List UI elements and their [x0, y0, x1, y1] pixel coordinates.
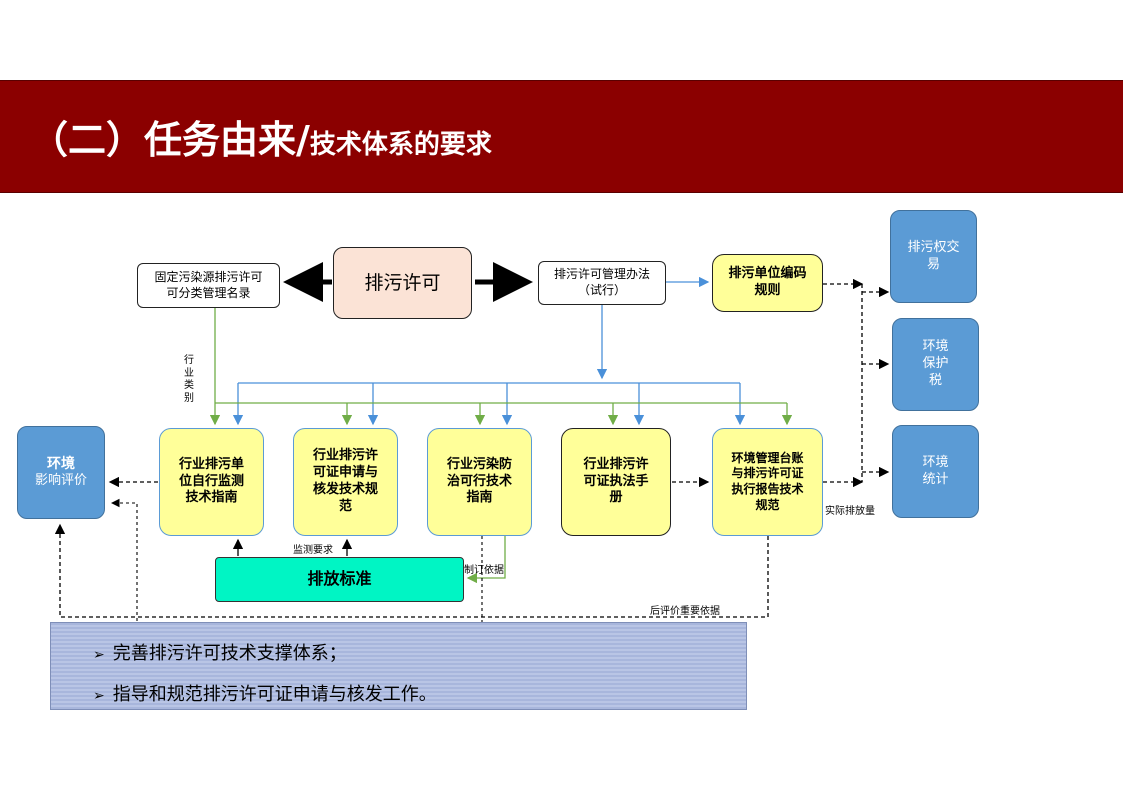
bullet-text: 指导和规范排污许可证申请与核发工作。	[112, 684, 437, 705]
statistics-box: 环境 统计	[892, 425, 979, 518]
monitoring-requirement-label: 监测要求	[293, 545, 333, 556]
page-title-sub: 技术体系的要求	[309, 130, 492, 160]
eia-line1: 环境	[47, 455, 75, 472]
bullet-item: ➢ 完善排污许可技术支撑体系；	[93, 639, 347, 665]
industry-category-label: 行 业 类 别	[184, 355, 194, 404]
trading-box: 排污权交 易	[890, 210, 977, 303]
prevention-guide-box: 行业污染防 治可行技术 指南	[427, 428, 532, 536]
arrow-prevention-to-eia	[110, 498, 483, 641]
bullet-text: 完善排污许可技术支撑体系；	[112, 643, 347, 664]
arrow-bullet-icon: ➢	[93, 688, 105, 704]
eia-box: 环境 影响评价	[17, 426, 105, 519]
eia-line2: 影响评价	[34, 473, 87, 489]
bullet-item: ➢ 指导和规范排污许可证申请与核发工作。	[93, 680, 437, 706]
arrow-prevention-to-standard	[466, 536, 506, 584]
summary-bullets: ➢ 完善排污许可技术支撑体系； ➢ 指导和规范排污许可证申请与核发工作。	[50, 622, 747, 710]
application-spec-box: 行业排污许 可证申请与 核发技术规 范	[293, 428, 398, 536]
measures-box: 排污许可管理办法 （试行）	[538, 261, 666, 305]
page-title-main: （二）任务由来/	[30, 117, 310, 162]
tax-box: 环境 保护 税	[892, 318, 979, 411]
monitoring-guide-box: 行业排污单 位自行监测 技术指南	[159, 428, 264, 536]
emission-standard-box: 排放标准	[215, 557, 464, 602]
coding-rules-box: 排污单位编码 规则	[712, 254, 823, 312]
title-banner: （二）任务由来/技术体系的要求	[0, 80, 1123, 193]
catalog-box: 固定污染源排污许可 可分类管理名录	[137, 263, 280, 308]
page-title: （二）任务由来/技术体系的要求	[30, 109, 492, 164]
permit-center-box: 排污许可	[333, 247, 472, 319]
actual-emission-label: 实际排放量	[825, 506, 875, 517]
enforcement-manual-box: 行业排污许 可证执法手 册	[561, 428, 671, 536]
arrow-bullet-icon: ➢	[93, 647, 105, 663]
post-evaluation-label: 后评价重要依据	[650, 606, 720, 617]
arrow-post-evaluation	[54, 523, 769, 618]
ledger-spec-box: 环境管理台账 与排污许可证 执行报告技术 规范	[712, 428, 823, 536]
formulation-basis-label: 制订依据	[464, 565, 504, 576]
